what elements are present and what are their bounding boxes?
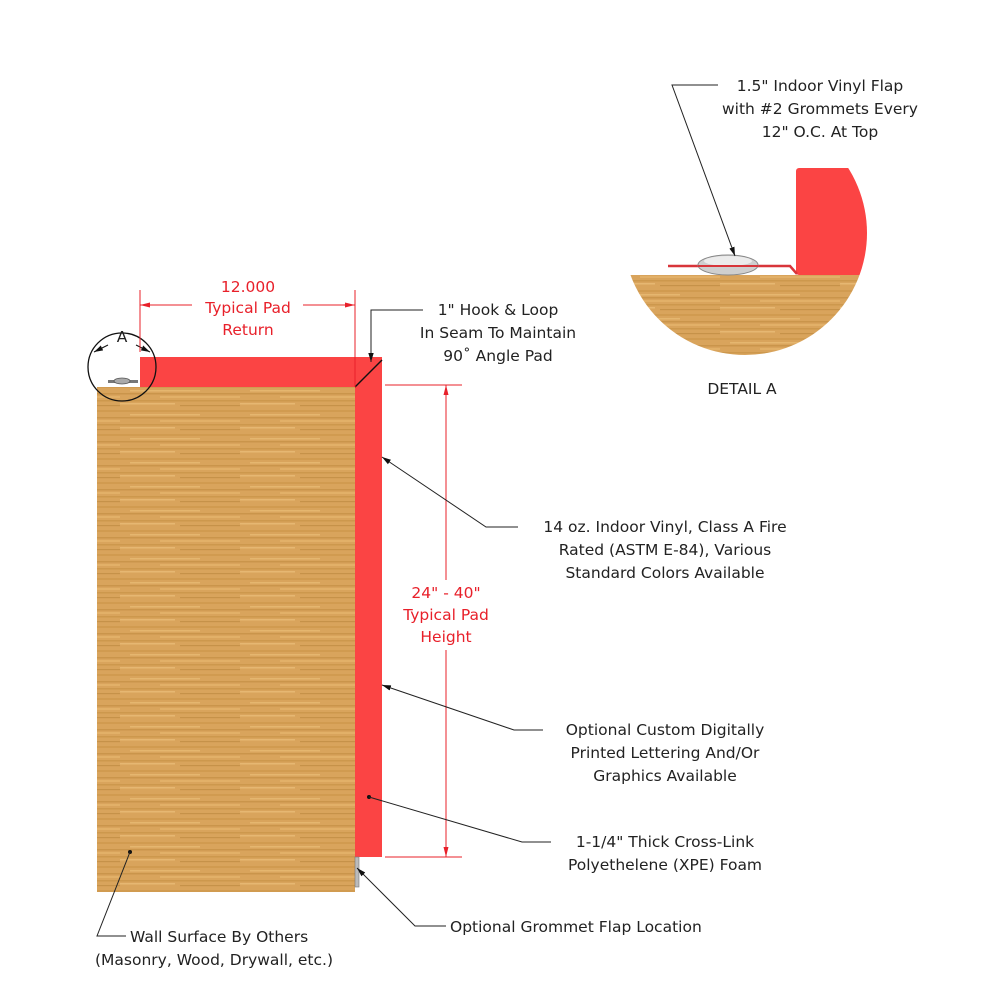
foam-leader xyxy=(368,796,551,843)
detail-a-callout-line-1: 1.5" Indoor Vinyl Flap xyxy=(737,77,904,95)
height-dim-label-1: Typical Pad xyxy=(402,606,489,624)
vinyl-line-2: Rated (ASTM E-84), Various xyxy=(559,541,772,559)
detail-pad xyxy=(796,168,867,275)
grommet-flap-bottom xyxy=(354,856,360,888)
top-return-pad xyxy=(140,357,372,387)
hook-loop-leader xyxy=(368,309,423,362)
wall-line-2: (Masonry, Wood, Drywall, etc.) xyxy=(95,951,333,969)
vinyl-line-3: Standard Colors Available xyxy=(565,564,764,582)
return-dim-label-1: Typical Pad xyxy=(204,299,291,317)
wall-leader xyxy=(96,851,131,937)
hook-loop-line-2: In Seam To Maintain xyxy=(420,324,576,342)
detail-a-view xyxy=(623,168,867,355)
grommet-flap-leader xyxy=(356,867,446,927)
hook-loop-line-1: 1" Hook & Loop xyxy=(438,301,559,319)
printing-line-3: Graphics Available xyxy=(593,767,737,785)
height-dimension xyxy=(385,384,462,858)
return-dim-value: 12.000 xyxy=(221,278,275,296)
seam-line xyxy=(354,359,383,388)
height-dim-label-2: Height xyxy=(420,628,471,646)
detail-marker-circle xyxy=(87,332,157,402)
printing-line-1: Optional Custom Digitally xyxy=(566,721,765,739)
vinyl-line-1: 14 oz. Indoor Vinyl, Class A Fire xyxy=(543,518,786,536)
printing-line-2: Printed Lettering And/Or xyxy=(571,744,761,762)
hook-loop-line-3: 90˚ Angle Pad xyxy=(443,347,552,365)
detail-a-leader xyxy=(671,84,736,257)
printing-leader xyxy=(381,684,543,731)
detail-marker-label: A xyxy=(117,328,128,346)
return-dim-label-2: Return xyxy=(222,321,273,339)
detail-a-callout-line-2: with #2 Grommets Every xyxy=(722,100,918,118)
wall-line-1: Wall Surface By Others xyxy=(130,928,308,946)
grommet-top xyxy=(113,377,131,385)
detail-a-callout-line-3: 12" O.C. At Top xyxy=(762,123,878,141)
detail-grommet-highlight xyxy=(704,256,752,266)
return-dimension xyxy=(139,290,356,387)
vertical-pad xyxy=(355,357,382,857)
detail-marker-arrow-right xyxy=(135,344,151,353)
vinyl-leader xyxy=(381,456,518,528)
grommet-flap-line-1: Optional Grommet Flap Location xyxy=(450,918,702,936)
height-dim-value: 24" - 40" xyxy=(411,584,480,602)
foam-line-1: 1-1/4" Thick Cross-Link xyxy=(576,833,754,851)
wall-surface xyxy=(97,387,355,892)
detail-a-title: DETAIL A xyxy=(707,380,777,398)
detail-wood xyxy=(623,275,867,355)
detail-marker-arrow-left xyxy=(93,344,109,353)
foam-line-2: Polyethelene (XPE) Foam xyxy=(568,856,762,874)
